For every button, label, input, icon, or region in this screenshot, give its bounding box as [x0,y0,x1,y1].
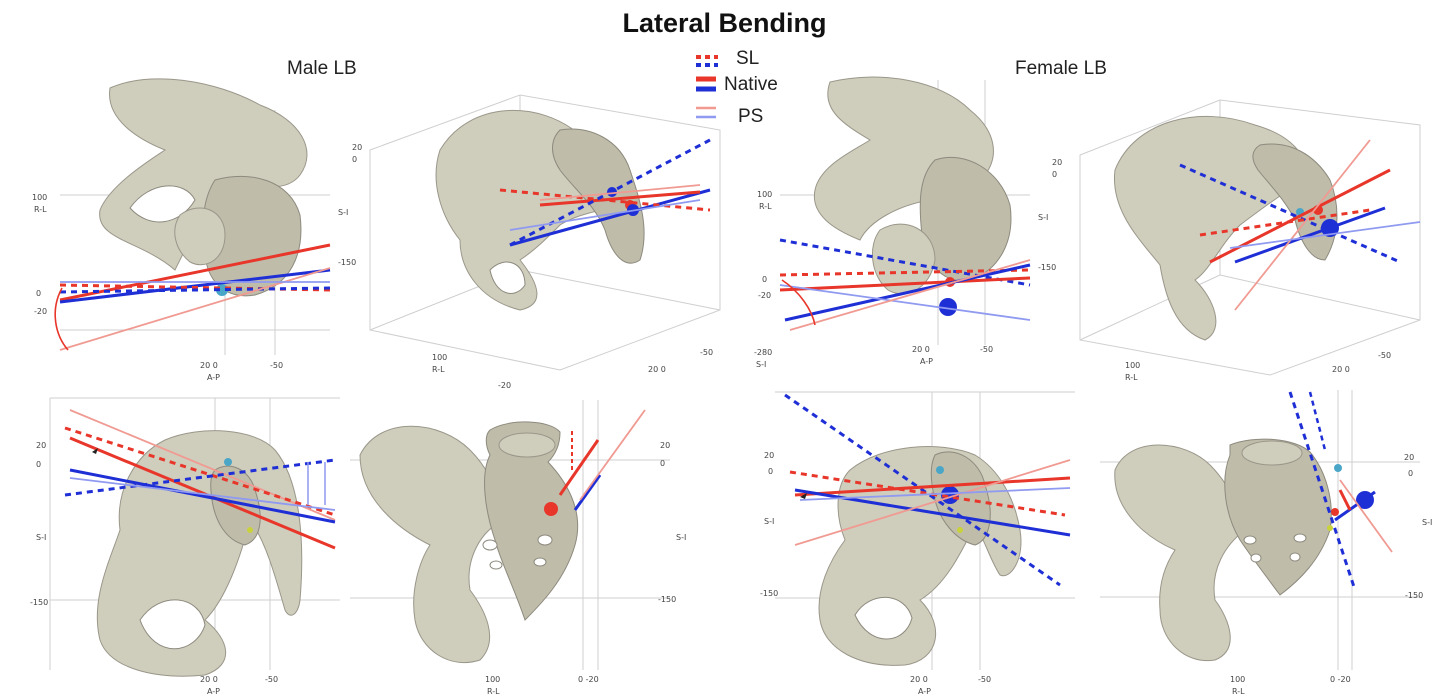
legend [696,57,718,117]
tick-label: S-I [756,360,766,369]
tick-label: -150 [1405,591,1423,600]
tick-label: 100 [32,193,47,202]
tick-label: -280 [754,348,772,357]
tick-label: A-P [207,687,220,696]
tick-label: 100 [485,675,500,684]
tick-label: -150 [1038,263,1056,272]
tick-label: -50 [265,675,278,684]
male-top-right-view: 20 0 100 R-L 20 0 -50 -20 [352,95,720,390]
tick-label: -50 [700,348,713,357]
tick-label: S-I [1422,518,1432,527]
tick-label: S-I [1038,213,1048,222]
tick-label: -50 [270,361,283,370]
tick-label: -150 [760,589,778,598]
tick-label: A-P [920,357,933,366]
tick-label: S-I [676,533,686,542]
tick-label: A-P [207,373,220,382]
tick-label: 20 [1052,158,1062,167]
male-top-left-view: 100 R-L 0 -20 S-I -150 20 0 -50 A-P [32,79,356,382]
tick-label: 20 [764,451,774,460]
tick-label: 20 0 [200,361,218,370]
tick-label: -20 [34,307,47,316]
tick-label: 20 [36,441,46,450]
tick-label: 0 [1052,170,1057,179]
female-top-left-view: 100 R-L 0 -20 S-I -150 -280 S-I 20 0 -50… [754,77,1056,369]
female-bottom-left-view: 20 0 S-I -150 20 0 -50 A-P [760,392,1075,696]
tick-label: 0 [660,459,665,468]
tick-label: R-L [487,687,500,696]
tick-label: S-I [338,208,348,217]
tick-label: 20 0 [912,345,930,354]
tick-label: -20 [498,381,511,390]
tick-label: -150 [30,598,48,607]
tick-label: -50 [978,675,991,684]
tick-label: 20 0 [648,365,666,374]
tick-label: 0 [1408,469,1413,478]
tick-label: 0 [762,275,767,284]
tick-label: R-L [759,202,772,211]
male-bottom-left-view: 20 0 S-I -150 20 0 -50 A-P [30,398,340,696]
tick-label: 0 -20 [578,675,599,684]
tick-label: R-L [34,205,47,214]
tick-label: 20 [660,441,670,450]
female-top-right-view: 20 0 100 R-L 20 0 -50 [1052,100,1420,382]
tick-label: S-I [36,533,46,542]
tick-label: 0 [768,467,773,476]
tick-label: 100 [432,353,447,362]
tick-label: S-I [764,517,774,526]
tick-label: 20 0 [910,675,928,684]
tick-label: -50 [1378,351,1391,360]
tick-label: 100 [1230,675,1245,684]
tick-label: 100 [757,190,772,199]
tick-label: R-L [1232,687,1245,696]
tick-label: 0 [36,289,41,298]
tick-label: 0 -20 [1330,675,1351,684]
tick-label: 20 [352,143,362,152]
tick-label: 20 [1404,453,1414,462]
tick-label: R-L [1125,373,1138,382]
tick-label: R-L [432,365,445,374]
tick-label: 100 [1125,361,1140,370]
tick-label: 20 0 [200,675,218,684]
tick-label: -50 [980,345,993,354]
tick-label: 0 [352,155,357,164]
tick-label: -20 [758,291,771,300]
tick-label: -150 [658,595,676,604]
tick-label: 0 [36,460,41,469]
tick-label: 20 0 [1332,365,1350,374]
tick-label: -150 [338,258,356,267]
male-bottom-right-view: 20 0 S-I -150 100 R-L 0 -20 [350,400,686,696]
female-bottom-right-view: 20 0 S-I -150 100 R-L 0 -20 [1100,390,1432,696]
tick-label: A-P [918,687,931,696]
